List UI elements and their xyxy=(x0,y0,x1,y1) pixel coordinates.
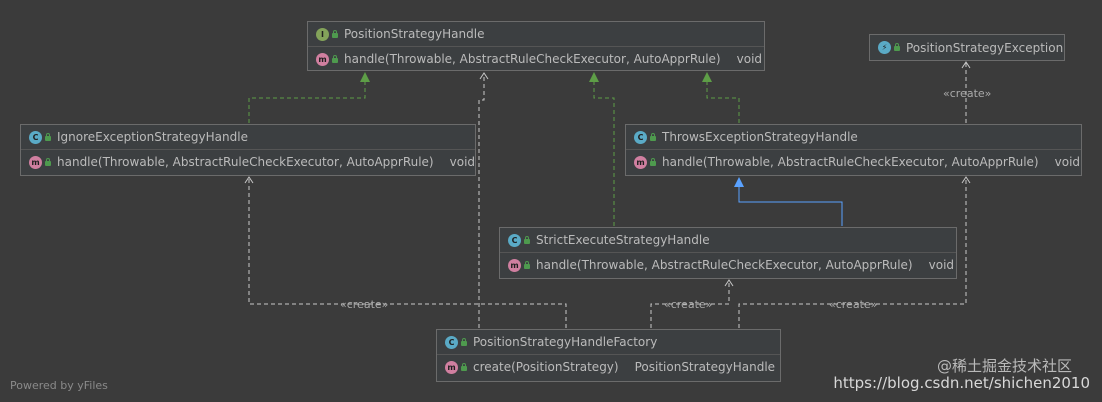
class-box-position-strategy-handle-factory[interactable]: C PositionStrategyHandleFactory m create… xyxy=(436,329,781,382)
public-lock-icon xyxy=(45,157,51,166)
method-icon: m xyxy=(316,52,329,66)
class-header: ⚡ PositionStrategyException xyxy=(870,35,1064,60)
create-arrow-factory-ignore xyxy=(244,176,254,184)
method-icon: m xyxy=(634,155,647,169)
class-icon: C xyxy=(508,233,521,247)
class-header: I PositionStrategyHandle xyxy=(308,22,764,47)
create-edge-factory-strict xyxy=(650,280,730,328)
method-row[interactable]: m handle(Throwable, AbstractRuleCheckExe… xyxy=(500,253,956,277)
create-label-strict: «create» xyxy=(664,298,713,311)
implements-edge-strict xyxy=(593,80,615,226)
interface-icon: I xyxy=(316,27,329,41)
return-type: void xyxy=(928,258,955,272)
create-arrow-factory-strict xyxy=(724,279,734,287)
method-signature: handle(Throwable, AbstractRuleCheckExecu… xyxy=(662,155,1039,169)
create-label-throws: «create» xyxy=(829,298,878,311)
class-box-position-strategy-exception[interactable]: ⚡ PositionStrategyException xyxy=(869,34,1065,61)
implements-edge-throws xyxy=(706,80,740,123)
class-header: C PositionStrategyHandleFactory xyxy=(437,330,780,355)
implements-arrowhead-strict xyxy=(589,72,599,82)
create-arrow-factory-handle xyxy=(479,72,489,80)
class-header: C StrictExecuteStrategyHandle xyxy=(500,228,956,253)
public-lock-icon xyxy=(524,260,530,269)
class-box-strict-execute-strategy-handle[interactable]: C StrictExecuteStrategyHandle m handle(T… xyxy=(499,227,957,279)
extends-edge-strict-throws xyxy=(738,186,843,226)
public-lock-icon xyxy=(461,362,467,371)
create-arrow-throws-exception xyxy=(961,61,971,69)
public-lock-icon xyxy=(332,29,338,38)
public-lock-icon xyxy=(650,157,656,166)
create-edge-factory-ignore xyxy=(248,177,567,328)
watermark: @稀土掘金技术社区 https://blog.csdn.net/shichen2… xyxy=(833,357,1090,392)
class-icon: C xyxy=(445,335,458,349)
class-box-throws-exception-strategy-handle[interactable]: C ThrowsExceptionStrategyHandle m handle… xyxy=(625,124,1082,176)
method-icon: m xyxy=(508,258,521,272)
public-lock-icon xyxy=(461,337,467,346)
powered-by-label: Powered by yFiles xyxy=(10,379,108,392)
method-row[interactable]: m handle(Throwable, AbstractRuleCheckExe… xyxy=(308,47,764,71)
method-signature: handle(Throwable, AbstractRuleCheckExecu… xyxy=(536,258,913,272)
method-signature: handle(Throwable, AbstractRuleCheckExecu… xyxy=(344,52,721,66)
create-label-exception: «create» xyxy=(943,87,992,100)
method-row[interactable]: m handle(Throwable, AbstractRuleCheckExe… xyxy=(626,150,1081,174)
watermark-cn: @稀土掘金技术社区 xyxy=(936,357,1072,375)
class-box-position-strategy-handle[interactable]: I PositionStrategyHandle m handle(Throwa… xyxy=(307,21,765,71)
class-name: PositionStrategyHandle xyxy=(344,27,485,41)
class-header: C IgnoreExceptionStrategyHandle xyxy=(21,125,475,150)
public-lock-icon xyxy=(894,43,900,51)
return-type: PositionStrategyHandle xyxy=(634,360,776,374)
class-name: PositionStrategyException xyxy=(906,40,1064,55)
class-header: C ThrowsExceptionStrategyHandle xyxy=(626,125,1081,150)
static-method-icon: m xyxy=(445,360,458,374)
create-label-ignore: «create» xyxy=(340,298,389,311)
public-lock-icon xyxy=(332,54,338,63)
class-box-ignore-exception-strategy-handle[interactable]: C IgnoreExceptionStrategyHandle m handle… xyxy=(20,124,476,176)
return-type: void xyxy=(736,52,763,66)
create-edge-factory-handle xyxy=(478,73,485,328)
public-lock-icon xyxy=(524,235,530,244)
implements-edge-ignore xyxy=(248,80,366,123)
class-name: PositionStrategyHandleFactory xyxy=(473,335,658,349)
public-lock-icon xyxy=(650,132,656,141)
method-icon: m xyxy=(29,155,42,169)
implements-arrowhead-throws xyxy=(702,72,712,82)
method-row[interactable]: m handle(Throwable, AbstractRuleCheckExe… xyxy=(21,150,475,174)
exception-icon: ⚡ xyxy=(878,41,891,54)
class-name: StrictExecuteStrategyHandle xyxy=(536,233,710,247)
implements-arrowhead-ignore xyxy=(360,72,370,82)
watermark-url: https://blog.csdn.net/shichen2010 xyxy=(833,374,1090,392)
public-lock-icon xyxy=(45,132,51,141)
class-icon: C xyxy=(634,130,647,144)
extends-arrowhead-strict-throws xyxy=(734,177,744,187)
method-signature: handle(Throwable, AbstractRuleCheckExecu… xyxy=(57,155,434,169)
create-arrow-factory-throws xyxy=(961,176,971,184)
return-type: void xyxy=(449,155,476,169)
class-name: IgnoreExceptionStrategyHandle xyxy=(57,130,248,144)
method-signature: create(PositionStrategy) xyxy=(473,360,619,374)
class-icon: C xyxy=(29,130,42,144)
return-type: void xyxy=(1054,155,1081,169)
class-name: ThrowsExceptionStrategyHandle xyxy=(662,130,858,144)
method-row[interactable]: m create(PositionStrategy) PositionStrat… xyxy=(437,355,780,379)
